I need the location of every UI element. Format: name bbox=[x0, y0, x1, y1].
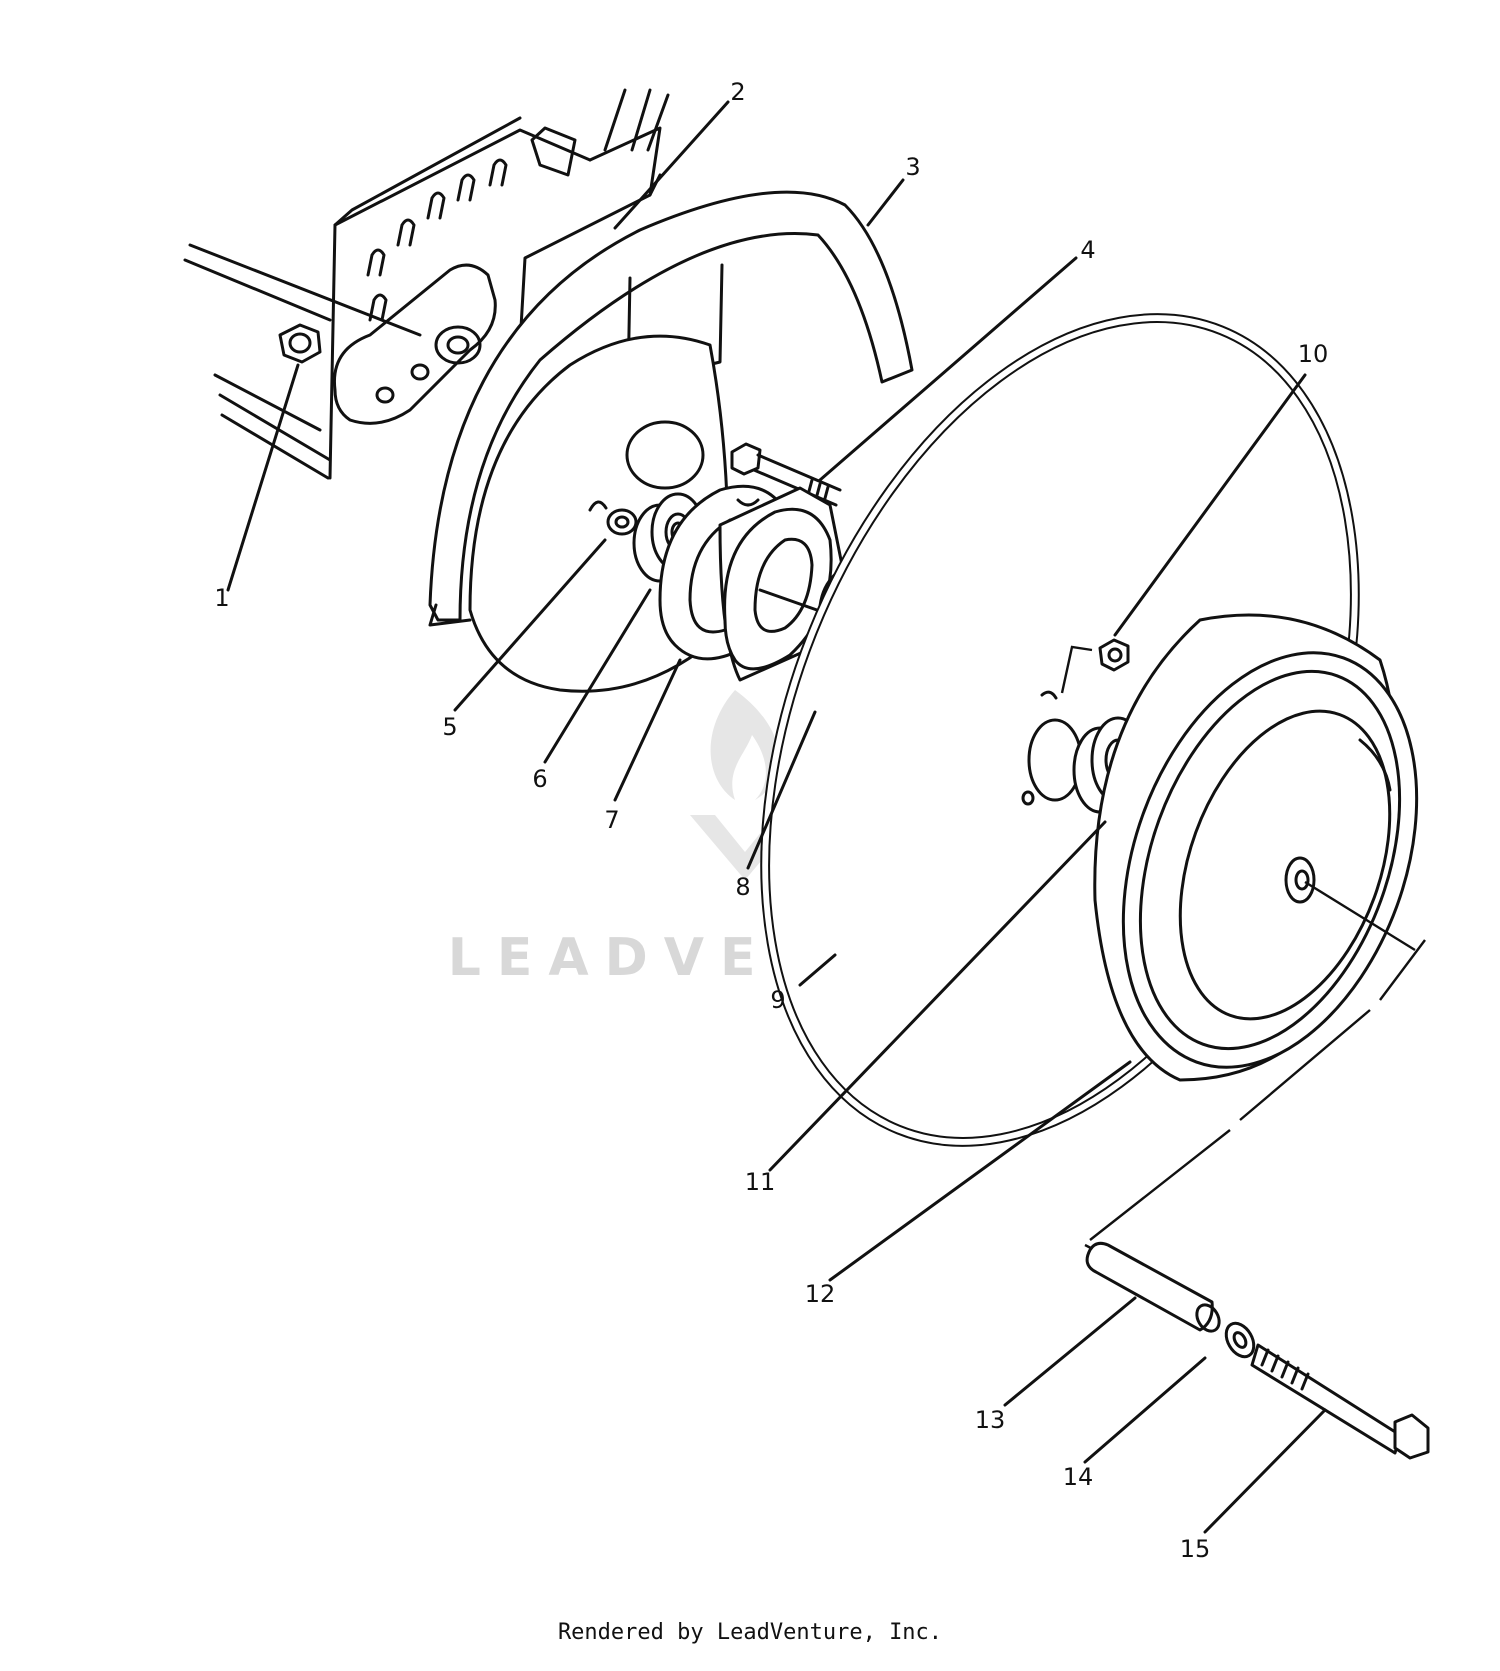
leader-7 bbox=[613, 658, 682, 802]
leader-15 bbox=[1203, 1408, 1327, 1534]
callout-2: 2 bbox=[730, 78, 745, 106]
callout-8: 8 bbox=[735, 873, 750, 901]
leader-1 bbox=[226, 363, 300, 592]
callout-11: 11 bbox=[745, 1168, 776, 1196]
part-5-washer bbox=[588, 500, 638, 536]
callout-10: 10 bbox=[1298, 340, 1329, 368]
leader-3 bbox=[866, 178, 905, 227]
watermark-flame-icon bbox=[710, 690, 780, 800]
part-15-bolt bbox=[1250, 1343, 1430, 1460]
leader-6 bbox=[543, 588, 652, 764]
callout-13: 13 bbox=[975, 1406, 1006, 1434]
leader-4 bbox=[818, 256, 1078, 482]
part-12-wheel bbox=[1093, 613, 1419, 1082]
leader-13 bbox=[1003, 1296, 1137, 1407]
leader-14 bbox=[1083, 1356, 1207, 1464]
callout-4: 4 bbox=[1080, 236, 1095, 264]
leader-5 bbox=[453, 538, 607, 712]
callout-5: 5 bbox=[442, 713, 457, 741]
part-10-nut bbox=[1040, 638, 1130, 700]
leader-lines bbox=[226, 100, 1327, 1534]
callout-12: 12 bbox=[805, 1280, 836, 1308]
axle-guide bbox=[1084, 880, 1426, 1260]
callout-15: 15 bbox=[1180, 1535, 1211, 1563]
callout-1: 1 bbox=[214, 584, 229, 612]
callout-3: 3 bbox=[905, 153, 920, 181]
callout-labels: 1 2 3 4 5 6 7 8 9 10 11 12 13 14 15 bbox=[214, 78, 1328, 1563]
render-credit: Rendered by LeadVenture, Inc. bbox=[557, 1620, 943, 1645]
part-1-nut bbox=[278, 323, 322, 364]
callout-6: 6 bbox=[532, 765, 547, 793]
part-13-spacer bbox=[1085, 1241, 1221, 1333]
callout-7: 7 bbox=[604, 806, 619, 834]
leader-8 bbox=[746, 710, 817, 870]
part-14-washer bbox=[1224, 1321, 1256, 1359]
leader-2 bbox=[613, 100, 730, 230]
callout-9: 9 bbox=[770, 986, 785, 1014]
leader-12 bbox=[828, 1060, 1132, 1282]
leader-9 bbox=[798, 953, 837, 987]
leader-10 bbox=[1113, 373, 1307, 637]
part-4-bolt bbox=[730, 442, 842, 507]
leader-11 bbox=[768, 820, 1107, 1172]
callout-14: 14 bbox=[1063, 1463, 1094, 1491]
